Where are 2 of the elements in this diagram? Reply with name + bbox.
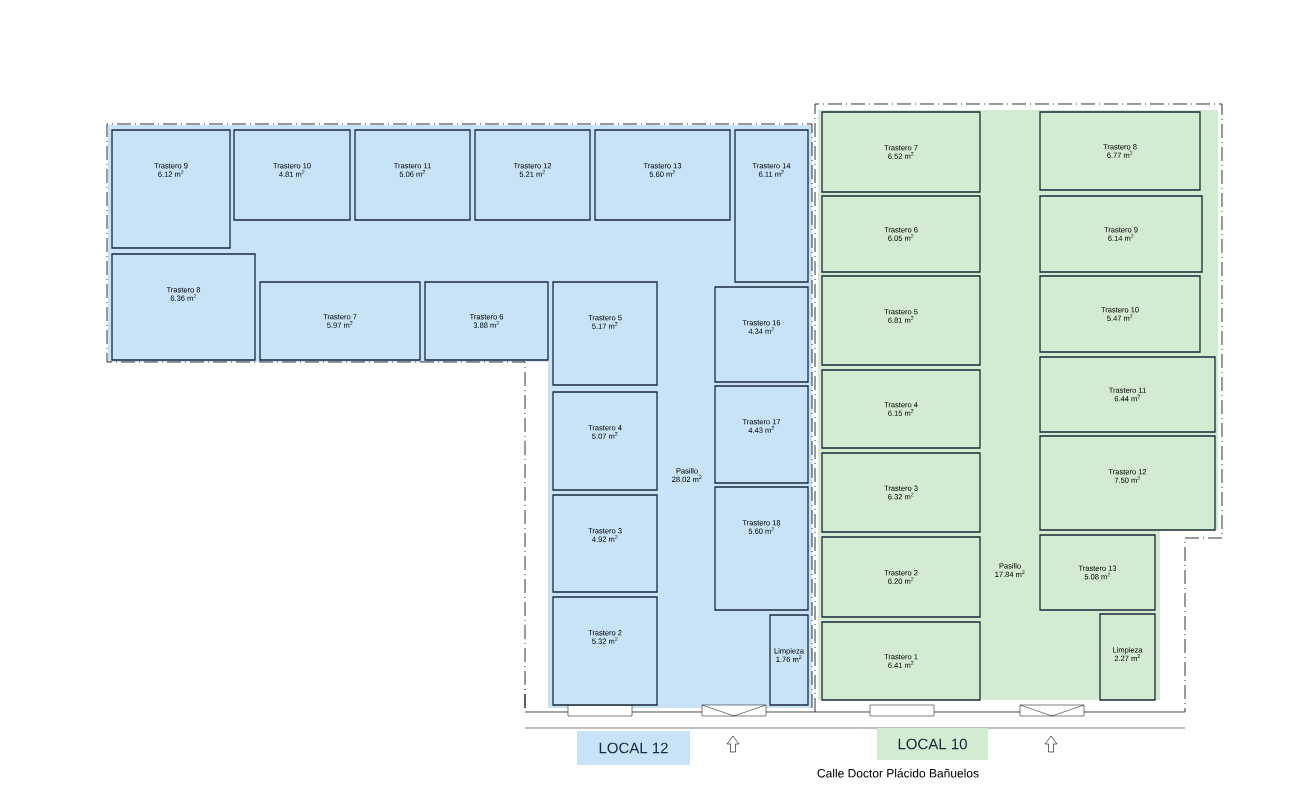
unit-label: LOCAL 12	[577, 731, 690, 765]
unit-label: LOCAL 10	[877, 728, 988, 760]
